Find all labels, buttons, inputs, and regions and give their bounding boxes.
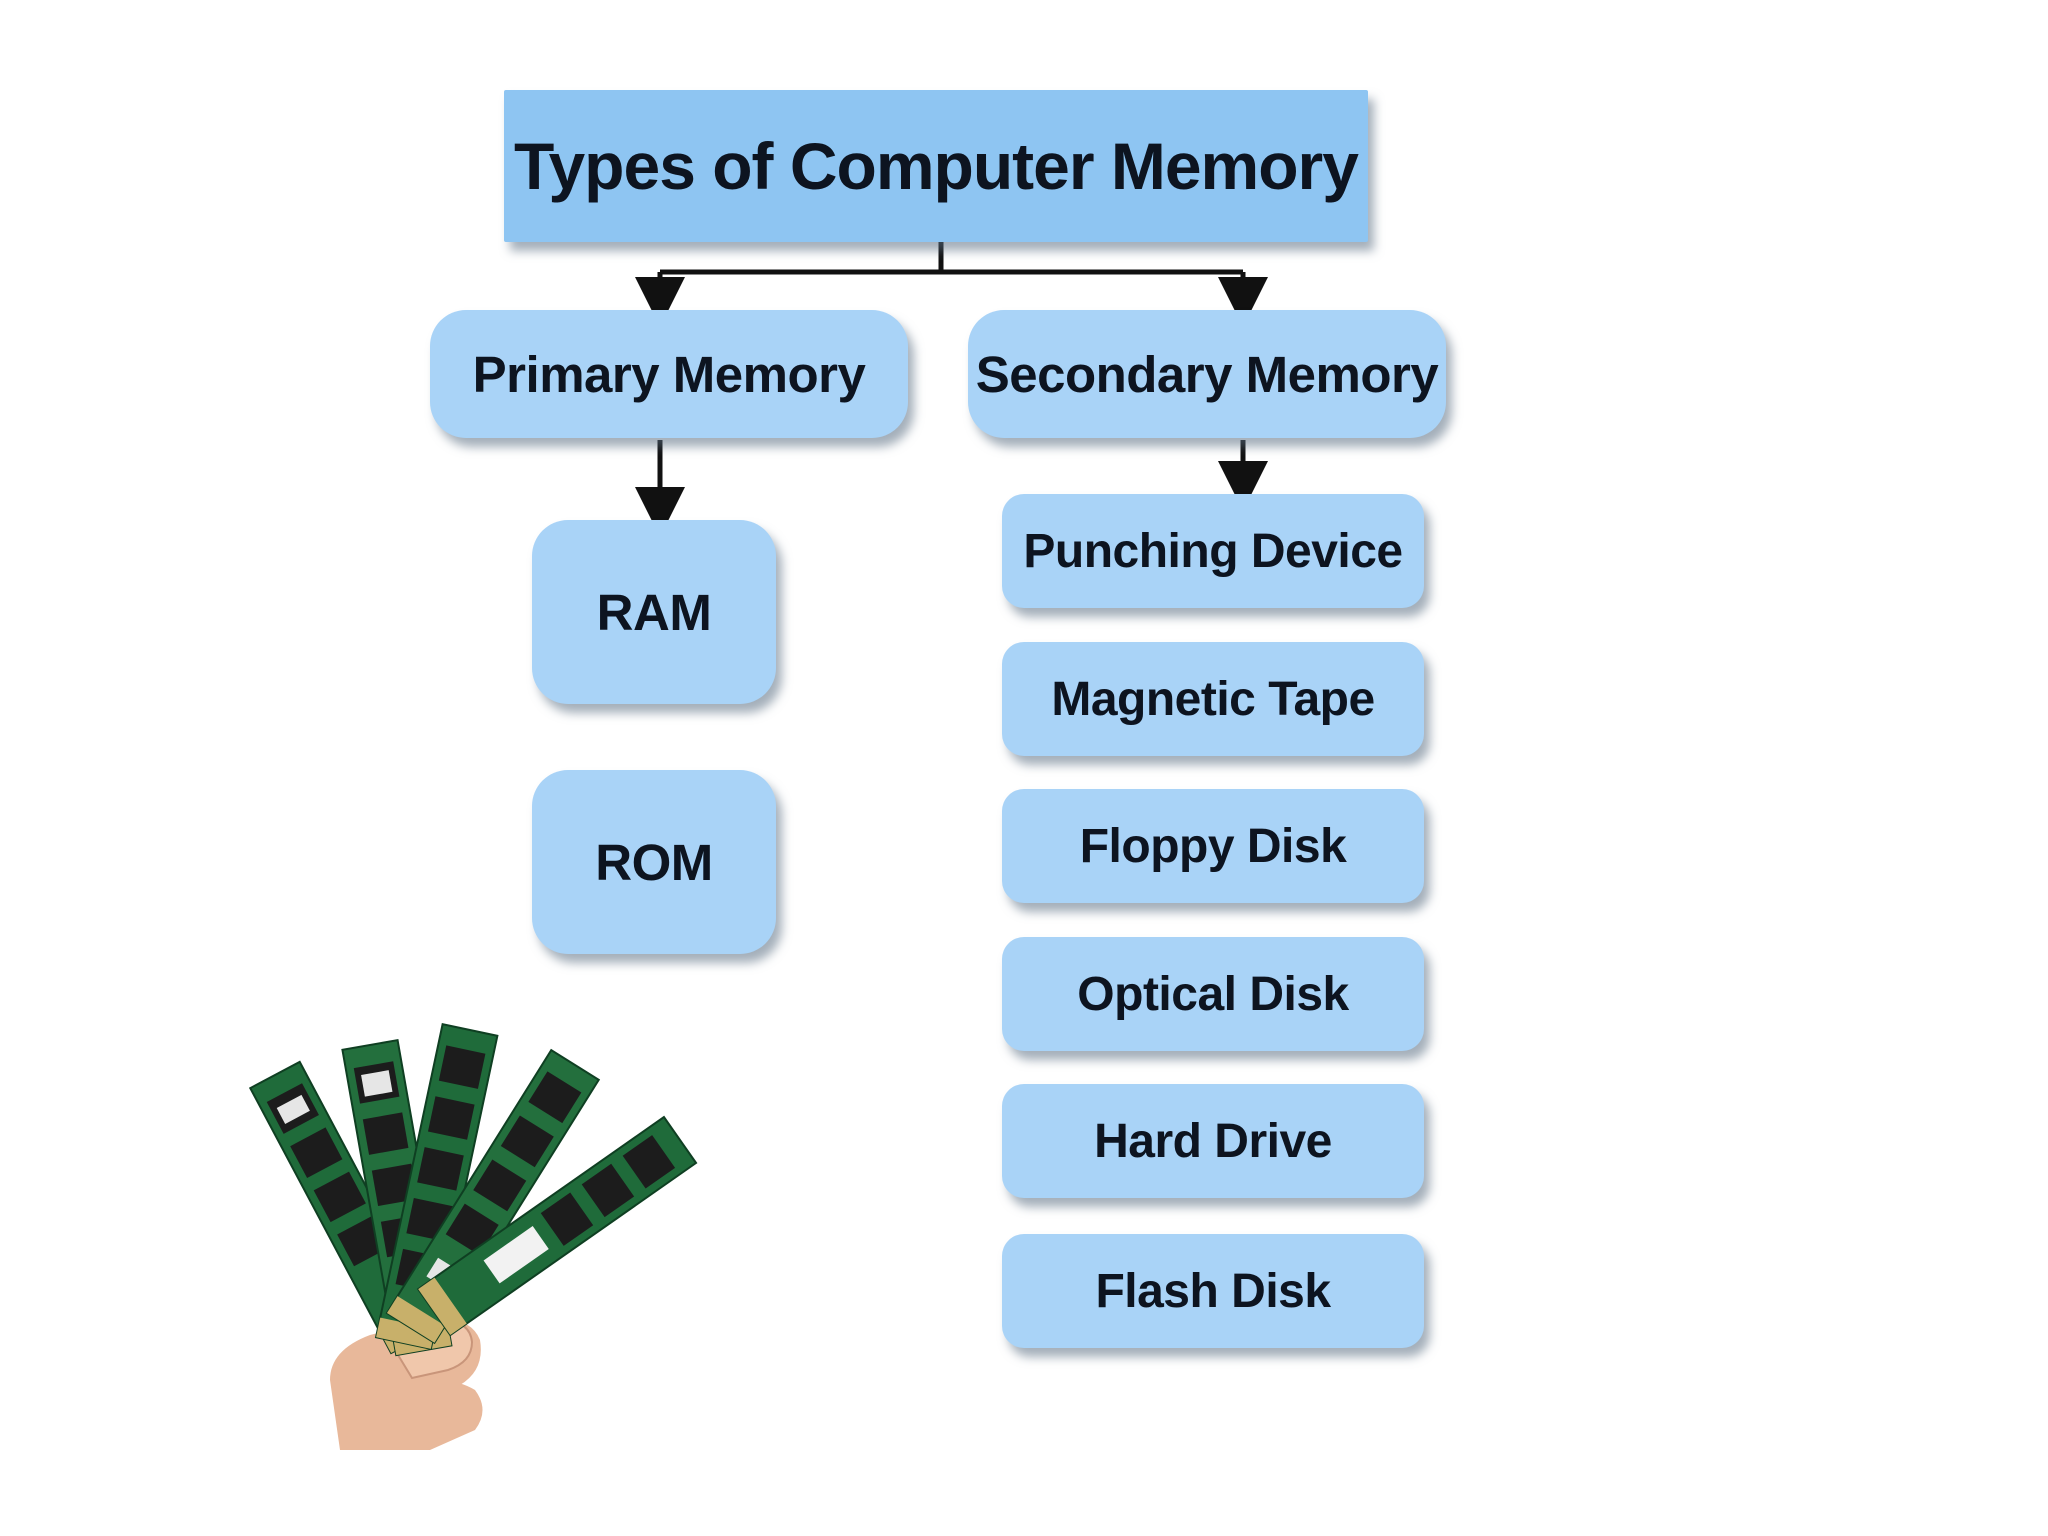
ram-node: RAM — [532, 520, 776, 704]
rom-node: ROM — [532, 770, 776, 954]
optical-disk-node: Optical Disk — [1002, 937, 1424, 1051]
ram-module-4 — [385, 1048, 601, 1345]
primary-memory-node: Primary Memory — [430, 310, 908, 438]
diagram-title: Types of Computer Memory — [504, 90, 1368, 242]
ram-module-5 — [416, 1115, 698, 1337]
fingers-shape — [405, 1381, 483, 1450]
secondary-memory-node: Secondary Memory — [968, 310, 1446, 438]
hard-drive-node: Hard Drive — [1002, 1084, 1424, 1198]
flash-disk-node: Flash Disk — [1002, 1234, 1424, 1348]
ram-modules-in-hand-icon — [248, 1022, 698, 1450]
punching-device-node: Punching Device — [1002, 494, 1424, 608]
magnetic-tape-node: Magnetic Tape — [1002, 642, 1424, 756]
floppy-disk-node: Floppy Disk — [1002, 789, 1424, 903]
ram-module-3 — [374, 1022, 499, 1351]
